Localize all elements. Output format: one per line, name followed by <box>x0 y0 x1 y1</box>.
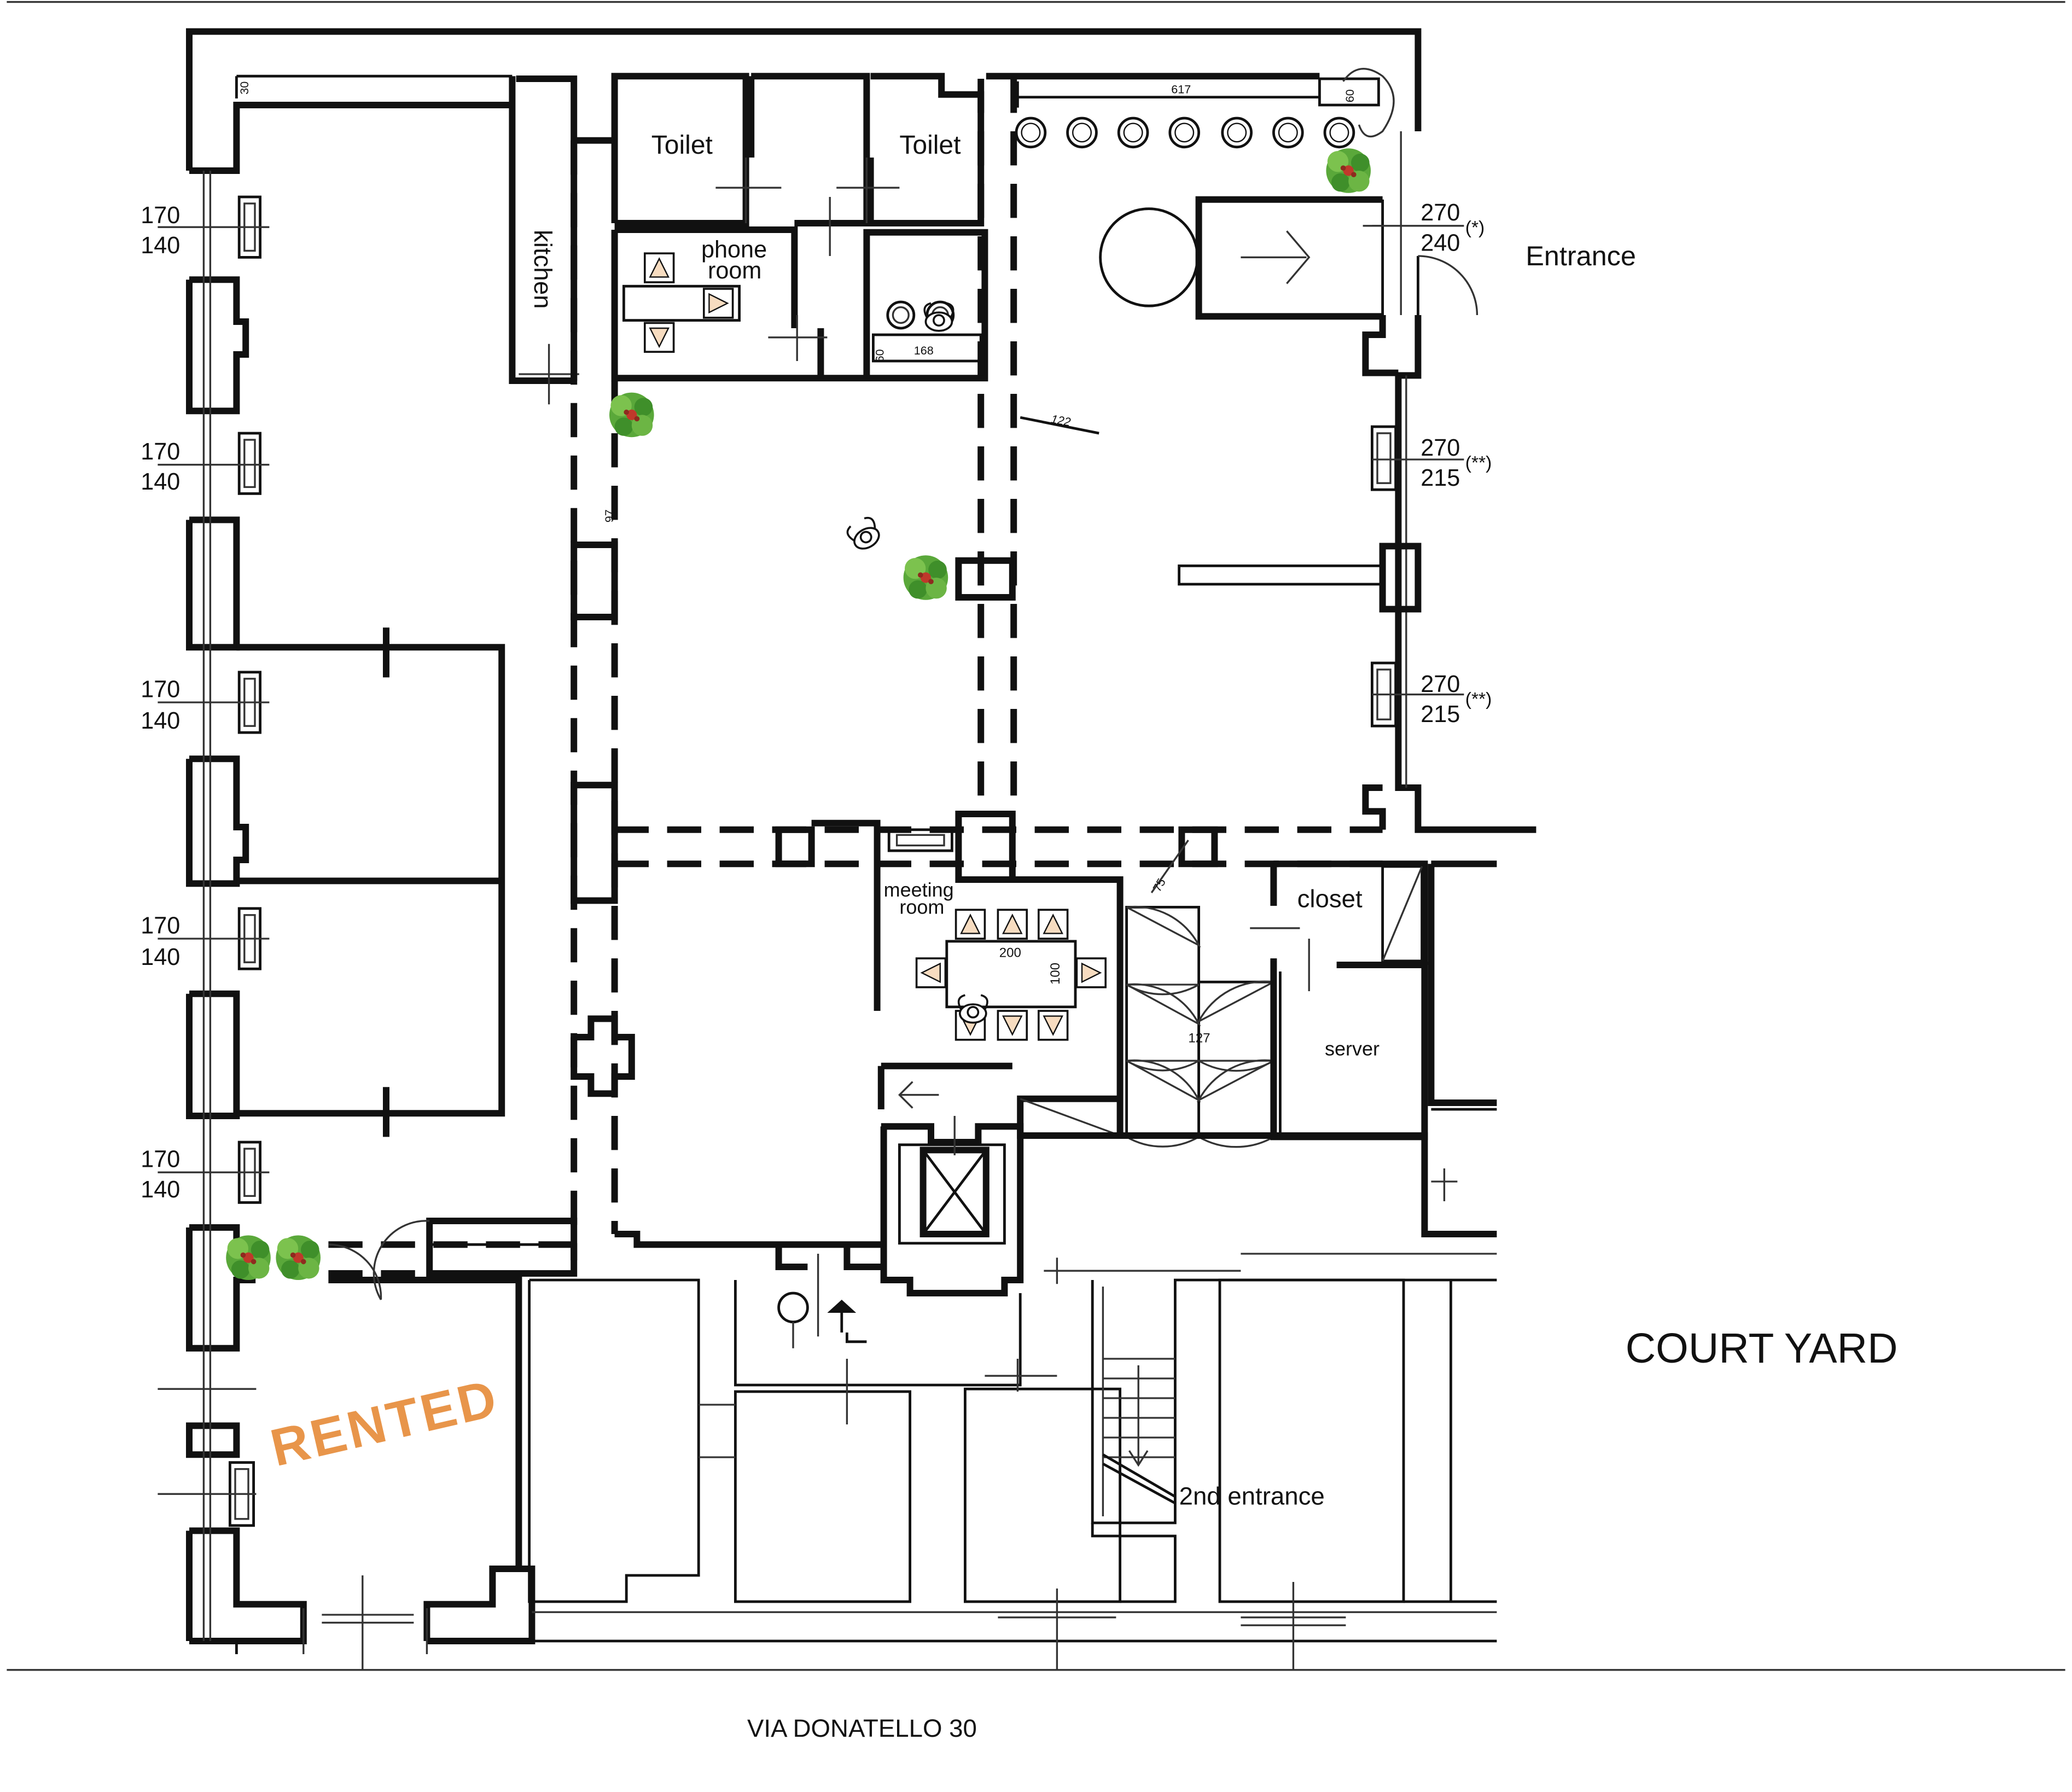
chair-icon <box>954 909 986 940</box>
court-yard-label: COURT YARD <box>1626 1325 1898 1372</box>
door-note: (*) <box>1465 218 1485 238</box>
right-window-dimensions: 270 240 (*) 270 215 (**) 270 215 (**) En… <box>1421 200 1636 728</box>
elevator-core <box>614 1062 1497 1348</box>
left-facade <box>158 171 270 1641</box>
window-2-height: 140 <box>141 469 180 495</box>
door-arc-icon <box>373 1220 430 1300</box>
window-r2-width: 270 <box>1421 435 1460 461</box>
dim-200: 200 <box>999 946 1021 961</box>
neighbour-outlines <box>235 1253 1497 1670</box>
meeting-room-label-line2: room <box>899 895 944 918</box>
window-5-width: 170 <box>141 1147 180 1173</box>
chair-icon <box>1038 1010 1069 1041</box>
phone-room: phone room 168 60 <box>611 226 988 382</box>
server-label: server <box>1325 1038 1380 1060</box>
column-icon <box>1068 118 1097 147</box>
dim-127: 127 <box>1188 1031 1210 1046</box>
plant-icon <box>903 555 948 600</box>
window-r3-width: 270 <box>1421 671 1460 697</box>
chair-icon <box>644 252 675 283</box>
window-4-width: 170 <box>141 912 180 939</box>
column-icon <box>1223 118 1252 147</box>
plant-icon <box>226 1235 271 1280</box>
window-r3-note: (**) <box>1465 689 1492 709</box>
window-1-height: 140 <box>141 232 180 259</box>
phone-room-label-line2: room <box>708 258 761 284</box>
door-height: 240 <box>1421 230 1460 256</box>
dim-60-small: 60 <box>873 349 887 362</box>
window-3-height: 140 <box>141 708 180 734</box>
column-icon <box>1273 118 1302 147</box>
column-icon <box>1016 118 1045 147</box>
dim-617: 617 <box>1171 82 1191 96</box>
person-icon <box>844 514 885 555</box>
chair-icon <box>644 322 675 353</box>
storage-cabinets: 75 127 <box>1125 840 1275 1148</box>
chair-icon <box>1038 909 1069 940</box>
column-icon <box>1119 118 1148 147</box>
rented-stamp: RENTED <box>265 1369 504 1478</box>
second-entrance-label: 2nd entrance <box>1179 1482 1325 1510</box>
closet-label: closet <box>1297 885 1363 912</box>
plant-icon <box>1326 148 1371 193</box>
meeting-room: meeting room 200 100 <box>811 819 1124 1139</box>
plant-icon <box>609 392 654 438</box>
door-width: 270 <box>1421 200 1460 226</box>
chair-icon <box>1075 957 1107 988</box>
dim-30: 30 <box>237 82 251 95</box>
street-address-label: VIA DONATELLO 30 <box>747 1714 977 1742</box>
plant-icon <box>276 1235 321 1280</box>
meeting-room-label-line1: meeting <box>884 878 954 901</box>
planned-partitions <box>328 79 1383 1277</box>
window-r2-height: 215 <box>1421 465 1460 491</box>
entrance-label: Entrance <box>1526 240 1636 271</box>
left-window-dimensions: 170 140 170 140 170 140 170 140 170 140 <box>141 202 180 1203</box>
closet-server: closet server <box>1250 860 1497 1141</box>
chair-icon <box>997 909 1028 940</box>
window-4-height: 140 <box>141 944 180 970</box>
window-5-height: 140 <box>141 1177 180 1203</box>
kitchen-area: kitchen <box>509 75 579 405</box>
window-r2-note: (**) <box>1465 453 1492 473</box>
chair-icon <box>703 288 734 319</box>
entrance-hall: 617 30 60 122 97 <box>237 68 1479 788</box>
window-1-width: 170 <box>141 202 180 229</box>
chair-icon <box>997 1010 1028 1041</box>
dim-122: 122 <box>1050 412 1072 429</box>
dim-60-top: 60 <box>1343 89 1357 102</box>
dim-168: 168 <box>914 344 934 357</box>
dim-97: 97 <box>602 509 616 522</box>
window-3-width: 170 <box>141 676 180 702</box>
window-r3-height: 215 <box>1421 701 1460 728</box>
door-arcs <box>328 1220 430 1300</box>
chair-icon <box>915 957 947 988</box>
column-icon <box>1170 118 1199 147</box>
corridor-pillars <box>426 542 1218 1277</box>
toilet-1-label: Toilet <box>651 131 713 160</box>
left-offices <box>236 627 505 1137</box>
door-arc-icon <box>328 1243 382 1300</box>
column-icon <box>1325 118 1354 147</box>
person-icon <box>957 994 988 1024</box>
dim-100: 100 <box>1048 963 1063 985</box>
window-2-width: 170 <box>141 439 180 465</box>
kitchen-label: kitchen <box>529 230 557 309</box>
toilet-2-label: Toilet <box>899 131 961 160</box>
phone-room-label-line1: phone <box>701 236 767 263</box>
